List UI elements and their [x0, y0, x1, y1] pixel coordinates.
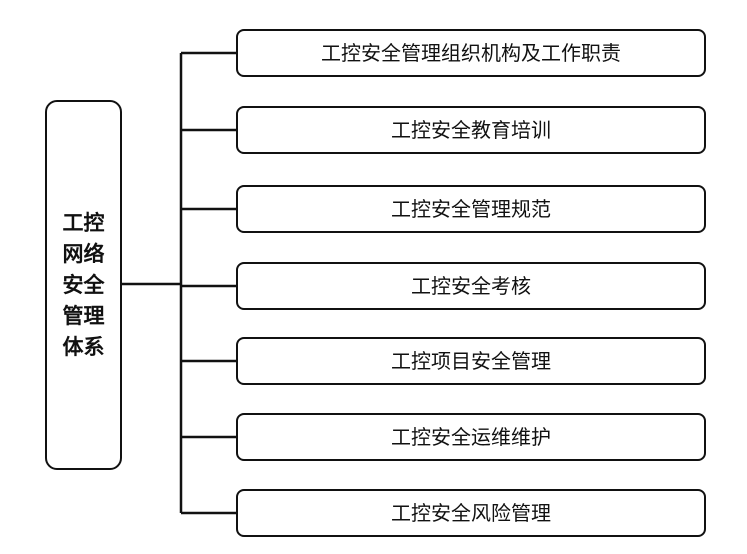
child-node-label: 工控安全风险管理: [391, 501, 551, 525]
child-node-assessment: 工控安全考核: [236, 262, 706, 310]
child-node-label: 工控项目安全管理: [391, 349, 551, 373]
child-node-label: 工控安全运维维护: [391, 425, 551, 449]
child-node-label: 工控安全管理组织机构及工作职责: [321, 41, 621, 65]
child-node-training: 工控安全教育培训: [236, 106, 706, 154]
child-node-label: 工控安全考核: [411, 274, 531, 298]
child-node-label: 工控安全管理规范: [391, 197, 551, 221]
child-node-operations-maintenance: 工控安全运维维护: [236, 413, 706, 461]
child-node-org-structure: 工控安全管理组织机构及工作职责: [236, 29, 706, 77]
root-node-label: 工控网络安全管理体系: [62, 210, 105, 359]
child-node-management-standards: 工控安全管理规范: [236, 185, 706, 233]
child-node-label: 工控安全教育培训: [391, 118, 551, 142]
root-node: 工控网络安全管理体系: [45, 100, 122, 470]
child-node-project-security: 工控项目安全管理: [236, 337, 706, 385]
child-node-risk-management: 工控安全风险管理: [236, 489, 706, 537]
